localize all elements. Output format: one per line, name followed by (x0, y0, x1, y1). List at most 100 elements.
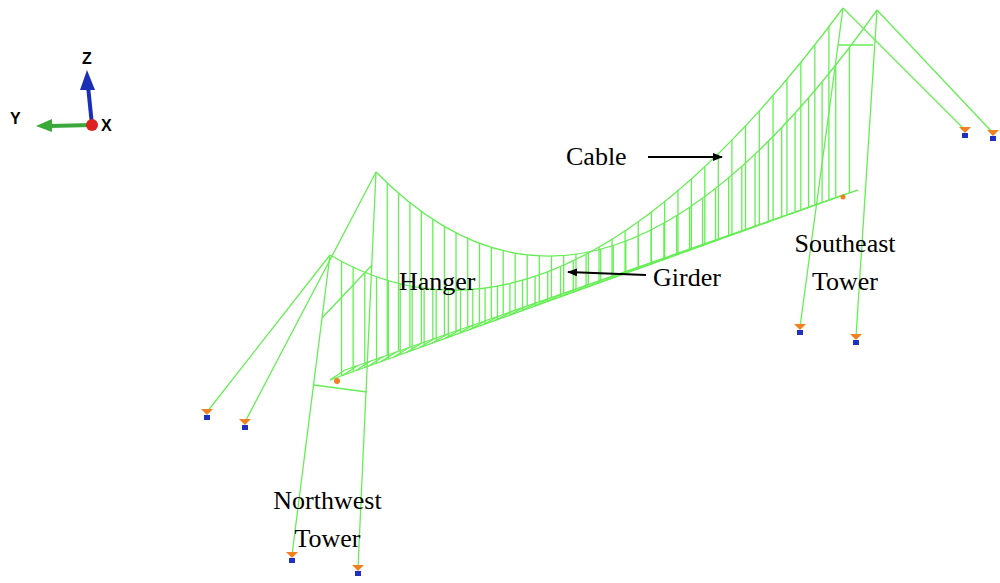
hanger-line (515, 253, 516, 310)
girder-crossbeam (674, 249, 691, 256)
hanger-line (448, 290, 449, 337)
hanger-line (539, 256, 540, 302)
hanger-line (828, 27, 829, 200)
hanger-line (503, 251, 504, 315)
girder-crossbeam (827, 195, 845, 201)
hanger-line (718, 154, 719, 240)
girder-crossbeam (662, 253, 679, 260)
hanger-line (479, 243, 480, 322)
hanger-line (625, 241, 626, 271)
hanger-line (460, 290, 461, 333)
hanger-line (423, 288, 424, 346)
girder-crossbeam (623, 267, 640, 275)
hanger-line (808, 98, 809, 207)
backstay (877, 10, 993, 133)
girder-edge (330, 196, 840, 380)
hanger-line (534, 276, 535, 306)
axis-label: Z (82, 50, 92, 68)
hanger-line (786, 79, 787, 215)
hanger-line (794, 113, 795, 212)
hanger-line (754, 154, 755, 226)
hanger-line (341, 261, 342, 375)
hanger-line (702, 198, 703, 244)
support-symbol (334, 378, 340, 384)
support-symbol (853, 340, 859, 345)
support-symbol (352, 565, 364, 571)
y-arrowhead (36, 119, 52, 132)
hanger-line (728, 178, 729, 236)
hanger-line (491, 247, 492, 318)
z-arrowhead (80, 70, 95, 90)
girder-edge (345, 190, 858, 370)
backstay (843, 8, 965, 130)
girder-crossbeam (636, 262, 653, 270)
support-symbol (239, 419, 251, 425)
y-axis (50, 125, 92, 126)
hanger-line (598, 247, 599, 283)
support-symbol (987, 130, 999, 136)
part-name: Hanger (399, 263, 476, 301)
support-symbol (959, 127, 971, 133)
hanger-line (352, 267, 353, 371)
hanger-line (731, 140, 732, 235)
hanger-line (768, 141, 769, 221)
girder-crossbeam (598, 276, 615, 284)
girder-crossbeam (534, 298, 550, 306)
hanger-line (651, 212, 652, 264)
support-symbol (201, 409, 213, 415)
hanger-line (551, 256, 552, 297)
hanger-line (497, 286, 498, 319)
girder-crossbeam (687, 244, 704, 251)
hanger-line (563, 256, 564, 294)
hanger-line (613, 246, 614, 276)
hanger-line (814, 45, 815, 205)
hanger-line (436, 290, 437, 342)
hanger-line (741, 166, 742, 230)
hanger-line (650, 230, 651, 263)
tower-beam (314, 385, 367, 392)
hanger-line (772, 95, 773, 220)
hanger-line (573, 261, 574, 292)
support-symbol (797, 330, 803, 335)
support-symbol (794, 324, 806, 330)
hanger-line (704, 167, 705, 245)
hanger-line (624, 231, 625, 274)
x-axis-dot (86, 119, 98, 131)
hanger-line (745, 126, 746, 230)
hanger-line (509, 284, 510, 316)
girder-crossbeam (509, 307, 525, 316)
support-symbol (990, 136, 996, 141)
part-name: Cable (566, 138, 627, 176)
hanger-line (547, 272, 548, 302)
hanger-line (387, 183, 388, 355)
hanger-line (585, 254, 586, 287)
main-cable (330, 8, 843, 290)
hanger-line (527, 255, 528, 306)
hanger-line (638, 236, 639, 267)
girder-crossbeam (521, 303, 537, 312)
axis-label: X (101, 117, 112, 135)
support-symbol (289, 558, 295, 563)
part-name: Southeast Tower (765, 225, 925, 301)
wireframe (207, 8, 993, 568)
leader-arrow (648, 156, 722, 158)
hanger-line (600, 249, 601, 280)
hanger-line (611, 239, 612, 278)
hanger-line (759, 111, 760, 225)
hanger-line (849, 47, 850, 193)
axis-label: Y (10, 110, 21, 128)
hanger-line (821, 82, 822, 203)
main-cable (376, 10, 877, 256)
girder-crossbeam (547, 294, 563, 302)
support-symbol (841, 195, 846, 200)
hanger-line (677, 191, 678, 255)
part-name: Northwest Tower (245, 482, 410, 558)
hanger-line (781, 128, 782, 217)
hanger-line (676, 216, 677, 254)
hanger-line (364, 272, 365, 367)
tower-beam (838, 44, 873, 45)
part-name: Girder (653, 259, 721, 297)
backstay (245, 172, 376, 422)
leader-arrow (568, 272, 646, 275)
hanger-line (588, 252, 589, 285)
